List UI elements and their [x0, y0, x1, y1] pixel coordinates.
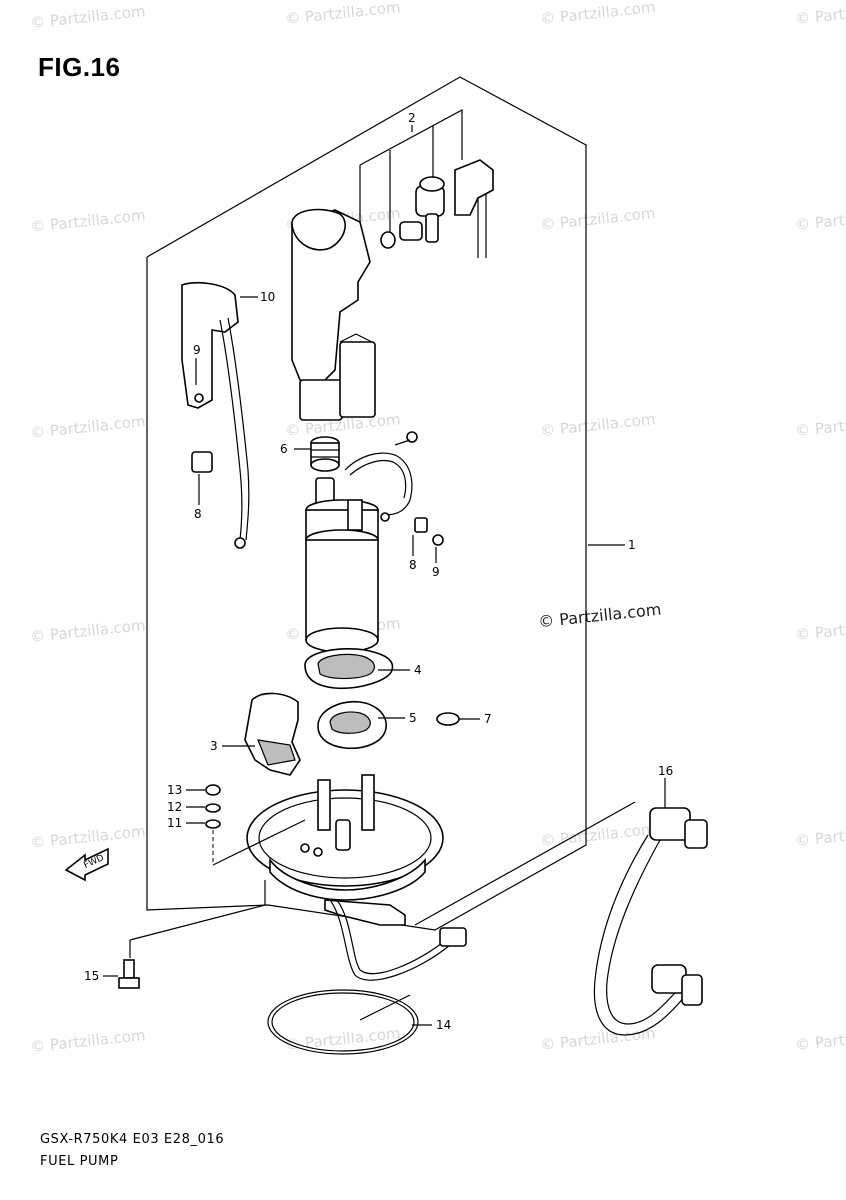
assembly-boundary: [146, 76, 587, 931]
callout-2: 2: [408, 111, 416, 125]
callout-15: 15: [84, 969, 99, 983]
harness-wire: [329, 899, 467, 981]
callout-8: 8: [409, 558, 417, 572]
callout-3: 3: [210, 739, 218, 753]
section-name: FUEL PUMP: [40, 1154, 119, 1169]
callout-12: 12: [167, 800, 182, 814]
leader-lines: [103, 296, 666, 1026]
callout-8: 8: [194, 507, 202, 521]
model-code: GSX-R750K4 E03 E28_016: [40, 1132, 225, 1147]
pump-base-plate: [246, 774, 444, 926]
callout-11: 11: [167, 816, 182, 830]
figure-title: FIG.16: [38, 52, 121, 82]
callout-1: 1: [628, 538, 636, 552]
small-fittings: [205, 784, 221, 865]
callout-9: 9: [193, 343, 201, 357]
pump-housing: [291, 208, 376, 421]
gasket-ring-inner: [271, 992, 415, 1052]
pump-wiring: [344, 431, 418, 522]
pump-bracket: [244, 692, 301, 776]
o-ring: [436, 712, 460, 726]
fuel-hose: [593, 807, 708, 1036]
gasket-ring: [267, 989, 419, 1055]
callout-4: 4: [414, 663, 422, 677]
fwd-arrow-icon: FWD: [64, 847, 109, 882]
callout-10: 10: [260, 290, 275, 304]
callout-7: 7: [484, 712, 492, 726]
callout-labels: 1 2 3 4 5 6 7 8 8 9 9 10 11 12 13 14 15 …: [84, 111, 673, 1032]
fuel-pump-motor: [305, 477, 379, 653]
pump-holder-rings: [304, 647, 394, 750]
callout-14: 14: [436, 1018, 451, 1032]
callout-6: 6: [280, 442, 288, 456]
callout-5: 5: [409, 711, 417, 725]
pump-cap: [310, 436, 340, 472]
flange-bolt: [118, 959, 140, 989]
callout-9: 9: [432, 565, 440, 579]
callout-13: 13: [167, 783, 182, 797]
callout-16: 16: [658, 764, 673, 778]
pressure-regulator: [359, 108, 494, 258]
